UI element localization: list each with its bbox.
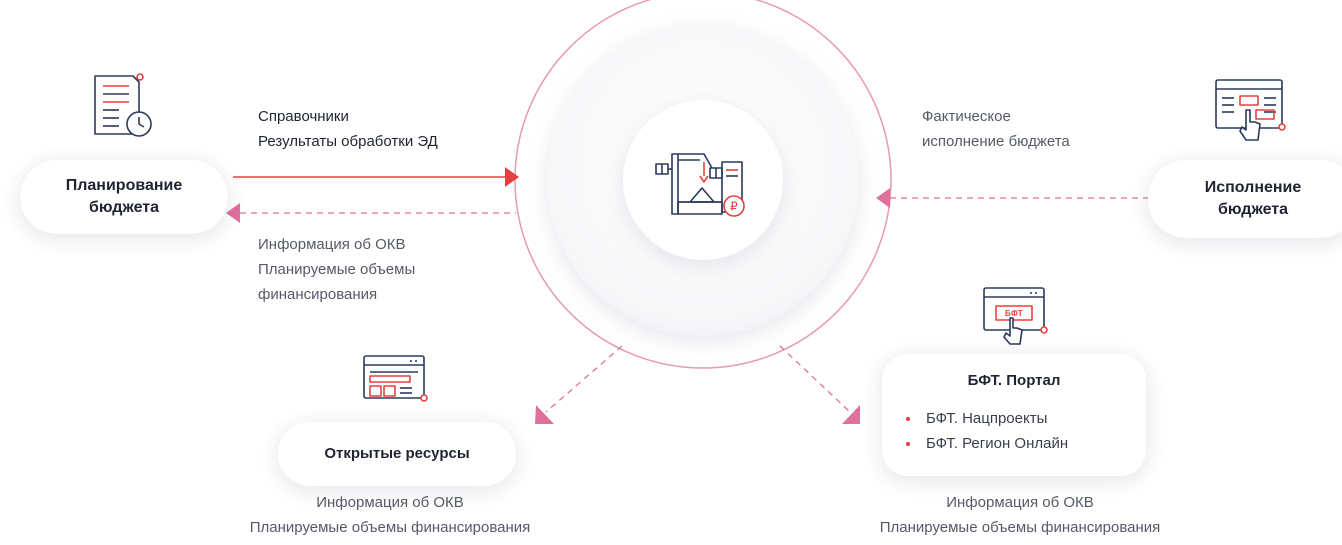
document-clock-icon — [94, 73, 152, 137]
planning-title-line1: Планирование — [65, 177, 183, 194]
open-resources-title: Открытые ресурсы — [324, 445, 470, 462]
execution-node[interactable]: Исполнение бюджета — [1148, 160, 1342, 238]
bullet-dot — [906, 442, 910, 446]
browser-bft-icon — [983, 287, 1048, 345]
factory-ruble-icon: ₽ — [655, 153, 745, 217]
bft-icon-label: БФТ — [1005, 309, 1023, 318]
open-resources-node[interactable]: Открытые ресурсы — [278, 422, 516, 486]
flow-label-planning-to-center: Справочники Результаты обработки ЭД — [258, 108, 438, 150]
list-item: БФТ. Регион Онлайн — [904, 431, 1068, 456]
portal-list: БФТ. Нацпроекты БФТ. Регион Онлайн — [904, 406, 1068, 456]
arrow-center-to-portal — [779, 345, 851, 413]
portal-title: БФТ. Портал — [967, 372, 1061, 389]
planning-title-line2: бюджета — [88, 199, 160, 216]
arrowhead-center-left — [505, 167, 519, 187]
execution-title-line2: бюджета — [1217, 201, 1289, 218]
arrowhead-center-right — [876, 188, 890, 208]
arrow-center-to-open-resources — [545, 345, 623, 413]
browser-click-icon — [1215, 79, 1286, 141]
arrowhead-planning — [226, 203, 240, 223]
flow-label-portal: Информация об ОКВ Планируемые объемы фин… — [879, 494, 1161, 536]
browser-layout-icon — [363, 355, 428, 402]
arrowhead-portal — [842, 405, 860, 424]
ruble-symbol: ₽ — [730, 200, 738, 214]
arrowhead-open-resources — [535, 405, 554, 424]
portal-node[interactable]: БФТ. Портал БФТ. Нацпроекты БФТ. Регион … — [882, 354, 1146, 476]
list-item: БФТ. Нацпроекты — [904, 406, 1068, 431]
planning-node[interactable]: Планирование бюджета — [20, 160, 228, 234]
flow-label-execution: Фактическое исполнение бюджета — [922, 108, 1070, 150]
flow-label-center-to-planning: Информация об ОКВ Планируемые объемы фин… — [258, 236, 416, 303]
execution-title-line1: Исполнение — [1204, 179, 1302, 196]
bullet-dot — [906, 417, 910, 421]
flow-label-open-resources: Информация об ОКВ Планируемые объемы фин… — [249, 494, 531, 536]
